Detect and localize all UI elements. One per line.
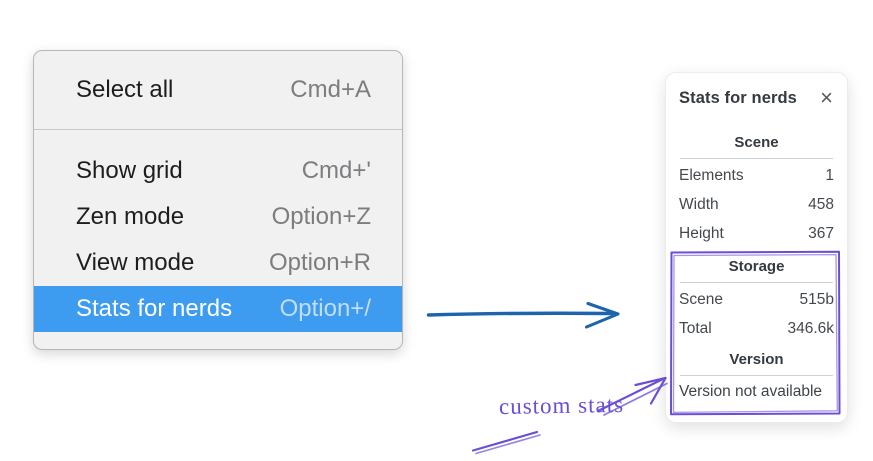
- menu-group: Show grid Cmd+' Zen mode Option+Z View m…: [34, 130, 402, 349]
- menu-item-shortcut: Option+Z: [271, 203, 371, 230]
- stats-panel: Stats for nerds × Scene Elements 1 Width…: [665, 72, 848, 423]
- stat-label: Scene: [679, 290, 723, 308]
- menu-item-stats-for-nerds[interactable]: Stats for nerds Option+/: [34, 286, 402, 332]
- menu-item-view-mode[interactable]: View mode Option+R: [34, 240, 402, 286]
- menu-item-label: Zen mode: [76, 203, 185, 230]
- stat-label: Elements: [679, 166, 744, 184]
- menu-item-shortcut: Cmd+A: [290, 76, 371, 103]
- stat-value: 367: [808, 224, 834, 242]
- menu-separator: [34, 129, 402, 130]
- menu-item-shortcut: Cmd+': [301, 157, 371, 184]
- section-heading-scene: Scene: [734, 134, 779, 151]
- section-divider: [680, 158, 833, 159]
- section-divider: [680, 282, 833, 283]
- stat-row-width: Width 458: [679, 190, 834, 219]
- stat-row-total-size: Total 346.6k: [679, 314, 834, 343]
- menu-item-zen-mode[interactable]: Zen mode Option+Z: [34, 194, 402, 240]
- stat-value: 458: [808, 195, 834, 213]
- stat-row-scene-size: Scene 515b: [679, 285, 834, 314]
- menu-group: Select all Cmd+A: [34, 51, 402, 129]
- stat-label: Width: [679, 195, 719, 213]
- stat-value: 515b: [799, 290, 834, 308]
- stat-value: 346.6k: [787, 319, 834, 337]
- menu-item-label: Stats for nerds: [76, 295, 233, 322]
- blue-arrow[interactable]: [426, 301, 620, 329]
- stat-row-elements: Elements 1: [679, 161, 834, 190]
- section-heading-storage: Storage: [728, 258, 785, 275]
- custom-stats-label[interactable]: custom stats: [498, 391, 625, 420]
- stats-panel-title: Stats for nerds: [679, 88, 797, 107]
- context-menu: Select all Cmd+A Show grid Cmd+' Zen mod…: [33, 50, 403, 350]
- stat-value: 1: [825, 166, 834, 184]
- version-note: Version not available: [679, 383, 823, 400]
- close-icon[interactable]: ×: [820, 85, 833, 110]
- menu-item-shortcut: Option+/: [279, 295, 371, 322]
- menu-item-show-grid[interactable]: Show grid Cmd+': [34, 148, 402, 194]
- menu-item-label: Select all: [76, 76, 174, 103]
- section-divider: [680, 375, 833, 376]
- stat-row-height: Height 367: [679, 219, 834, 248]
- menu-item-shortcut: Option+R: [268, 249, 371, 276]
- menu-item-label: View mode: [76, 249, 195, 276]
- menu-item-label: Show grid: [76, 157, 183, 184]
- stat-label: Height: [679, 224, 724, 242]
- stats-panel-header: Stats for nerds ×: [679, 85, 834, 111]
- stat-label: Total: [679, 319, 712, 337]
- section-heading-version: Version: [729, 351, 784, 368]
- menu-item-select-all[interactable]: Select all Cmd+A: [34, 65, 402, 115]
